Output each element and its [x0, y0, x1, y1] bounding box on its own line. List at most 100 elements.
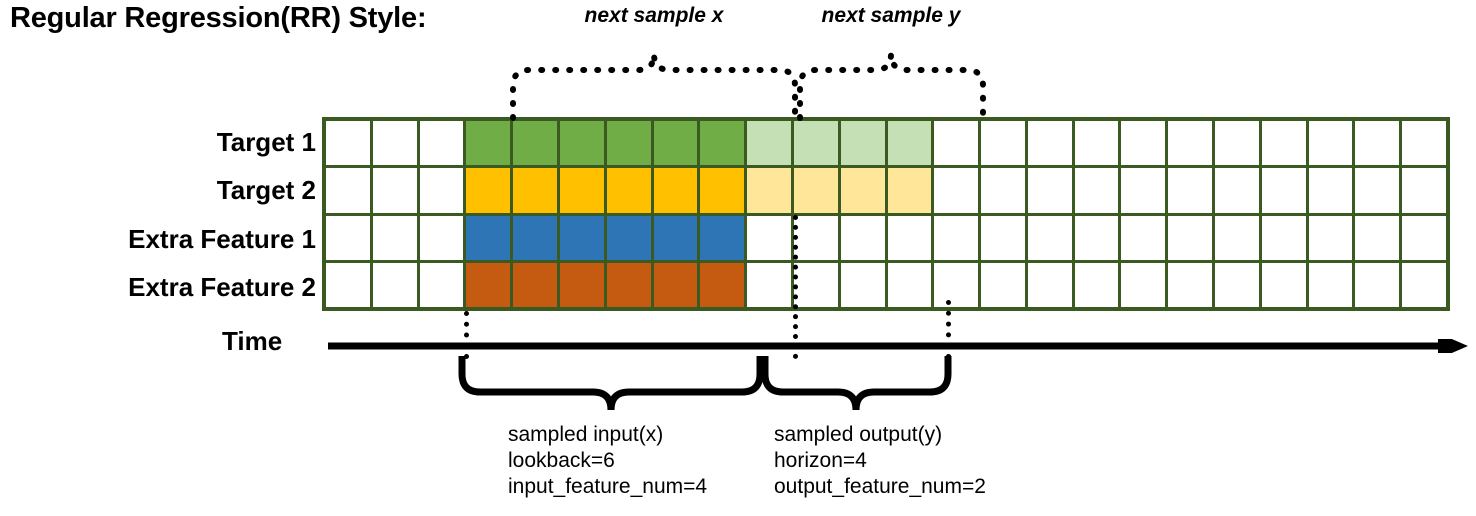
annotation-sampled-output: sampled output(y) horizon=4 output_featu…: [774, 422, 986, 500]
grid-cell: [1215, 262, 1259, 307]
grid-cell: [1355, 215, 1400, 260]
grid-cell: [372, 168, 417, 213]
grid-cell: [1308, 262, 1353, 307]
grid-cell: [1027, 121, 1072, 166]
grid-cell: [1261, 215, 1306, 260]
grid-cell: [372, 215, 417, 260]
grid-cell: [1027, 168, 1072, 213]
dropline-input-start: [464, 311, 469, 359]
grid-cell: [1355, 121, 1400, 166]
grid-cell: [372, 121, 417, 166]
grid-cell: [793, 262, 838, 307]
brace-sampled-input: [458, 356, 764, 411]
grid-cell: [326, 215, 370, 260]
sampled-input-feature-num: input_feature_num=4: [508, 475, 708, 498]
grid-cell: [981, 262, 1025, 307]
grid-cell: [747, 215, 791, 260]
page-title: Regular Regression(RR) Style:: [10, 2, 427, 34]
sampled-input-title: sampled input(x): [508, 423, 664, 446]
brace-sampled-output: [761, 356, 952, 411]
row-label-target-2: Target 2: [216, 175, 316, 205]
grid-cell: [1355, 262, 1400, 307]
grid-cell: [887, 168, 932, 213]
brace-next-sample-y: [797, 53, 986, 121]
grid-cell: [466, 215, 511, 260]
grid-cell: [419, 168, 464, 213]
grid-cell: [747, 262, 791, 307]
top-brace-group: [510, 53, 986, 121]
grid-cell: [1261, 262, 1306, 307]
grid-cell: [1308, 168, 1353, 213]
time-axis-arrow: [328, 339, 1468, 353]
grid-cell: [606, 168, 651, 213]
grid-cell: [653, 262, 698, 307]
grid-cell: [419, 262, 464, 307]
grid-cell: [1402, 121, 1446, 166]
grid-cell: [1402, 168, 1446, 213]
time-axis-label: Time: [222, 326, 283, 356]
dropline-input-end: [793, 215, 798, 359]
grid-cell: [653, 215, 698, 260]
grid-cell: [419, 121, 464, 166]
sampled-output-horizon: horizon=4: [774, 449, 867, 472]
grid-cell: [747, 168, 791, 213]
grid-cell: [700, 215, 745, 260]
grid-cell: [1168, 121, 1213, 166]
grid-cell: [1215, 121, 1259, 166]
grid-cell: [793, 121, 838, 166]
grid-cell: [606, 262, 651, 307]
grid-cell: [1121, 215, 1166, 260]
grid-cell: [1074, 168, 1119, 213]
grid-cell: [653, 121, 698, 166]
grid-cell: [1074, 121, 1119, 166]
grid-cell: [466, 262, 511, 307]
grid-cell: [747, 121, 791, 166]
row-label-extra-feature-2: Extra Feature 2: [128, 272, 316, 302]
grid-cell: [559, 215, 604, 260]
grid-cell: [887, 215, 932, 260]
grid-cell: [793, 215, 838, 260]
grid-cell: [1355, 168, 1400, 213]
grid-cell: [1215, 168, 1259, 213]
grid-cell: [934, 262, 979, 307]
grid-cell: [1168, 262, 1213, 307]
grid-cell: [700, 168, 745, 213]
grid-cell: [653, 168, 698, 213]
grid-cell: [887, 121, 932, 166]
grid-cell: [1121, 262, 1166, 307]
grid-cell: [700, 121, 745, 166]
grid-cell: [1168, 168, 1213, 213]
grid-cell: [1027, 215, 1072, 260]
timeseries-grid: [322, 117, 1450, 311]
grid-cell: [1261, 168, 1306, 213]
grid-cell: [840, 215, 885, 260]
brace-next-sample-x: [510, 53, 798, 121]
grid-cell: [981, 168, 1025, 213]
grid-cell: [934, 121, 979, 166]
grid-cell: [513, 168, 557, 213]
grid-cell: [887, 262, 932, 307]
grid-cell: [559, 121, 604, 166]
grid-cell: [1074, 215, 1119, 260]
grid-cell: [934, 168, 979, 213]
grid-cell: [700, 262, 745, 307]
grid-cell: [326, 262, 370, 307]
grid-cell: [1168, 215, 1213, 260]
grid-cell: [372, 262, 417, 307]
annotation-sampled-input: sampled input(x) lookback=6 input_featur…: [508, 422, 707, 500]
grid-cell: [1027, 262, 1072, 307]
annotation-next-sample-x: next sample x: [584, 4, 724, 27]
row-label-extra-feature-1: Extra Feature 1: [128, 224, 316, 254]
grid-cell: [466, 121, 511, 166]
grid-cell: [326, 121, 370, 166]
grid-cell: [1074, 262, 1119, 307]
grid-cell: [1121, 168, 1166, 213]
grid-cell: [559, 262, 604, 307]
dropline-output-end: [946, 300, 951, 359]
grid-cell: [513, 262, 557, 307]
grid-cell: [840, 168, 885, 213]
sampled-output-title: sampled output(y): [774, 423, 943, 446]
grid-cell: [513, 215, 557, 260]
grid-cell: [606, 215, 651, 260]
grid-cell: [1215, 215, 1259, 260]
